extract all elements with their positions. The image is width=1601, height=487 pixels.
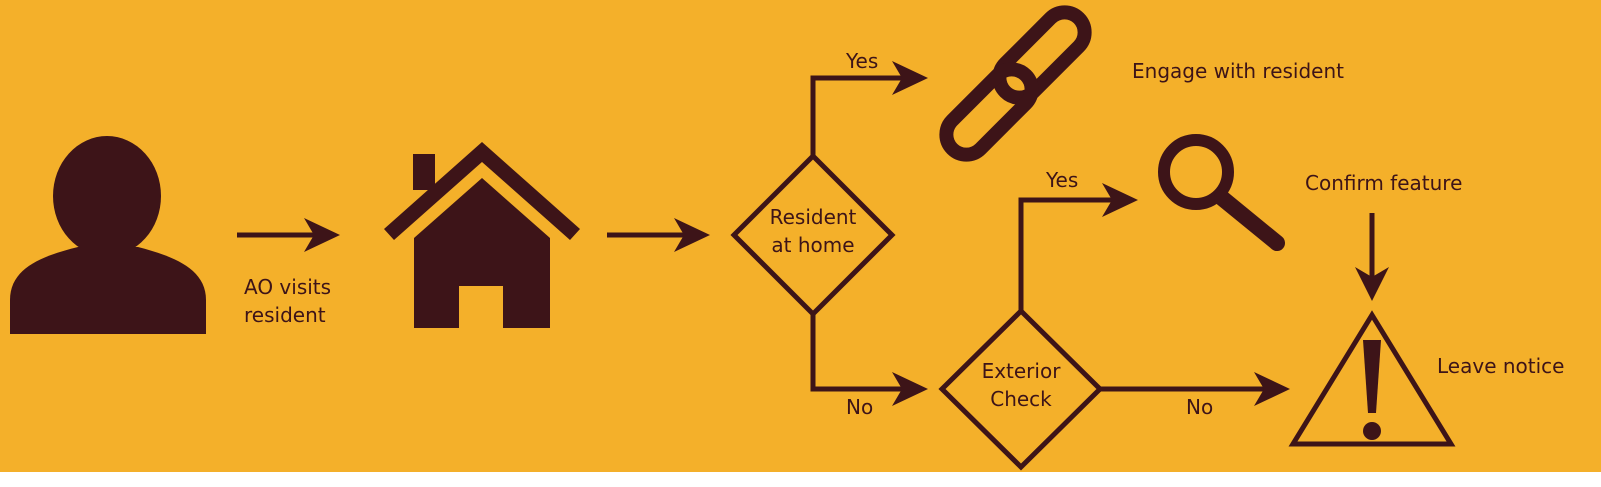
arrow-decision2-yes — [1018, 183, 1138, 311]
decision1-label-line2: at home — [771, 233, 854, 257]
chain-link-icon — [939, 5, 1092, 162]
ao-visits-label-line1: AO visits — [244, 275, 331, 299]
magnifier-icon — [1158, 134, 1285, 251]
decision2-yes-label: Yes — [1045, 168, 1078, 192]
diagram-ink: AO visits resident Resident at home Yes … — [10, 5, 1564, 471]
engage-label: Engage with resident — [1132, 59, 1344, 83]
warning-icon — [1288, 310, 1456, 447]
decision2-label-line2: Check — [990, 387, 1052, 411]
arrow-decision1-no — [810, 314, 928, 406]
decision1-no-label: No — [846, 395, 873, 419]
arrow-person-to-house — [237, 218, 340, 252]
arrow-decision2-no — [1100, 372, 1290, 406]
ao-visits-label-line2: resident — [244, 303, 326, 327]
decision1-label-line1: Resident — [770, 205, 857, 229]
decision1-yes-label: Yes — [845, 49, 878, 73]
decision2-label-line1: Exterior — [982, 359, 1062, 383]
decision2-no-label: No — [1186, 395, 1213, 419]
confirm-label: Confirm feature — [1305, 171, 1462, 195]
decision-exterior-check — [938, 307, 1104, 471]
house-icon — [384, 142, 580, 328]
arrow-confirm-to-notice — [1355, 213, 1389, 301]
leave-notice-label: Leave notice — [1437, 354, 1564, 378]
arrow-house-to-decision1 — [607, 218, 710, 252]
arrow-decision1-yes — [810, 61, 928, 156]
person-icon — [10, 136, 206, 334]
